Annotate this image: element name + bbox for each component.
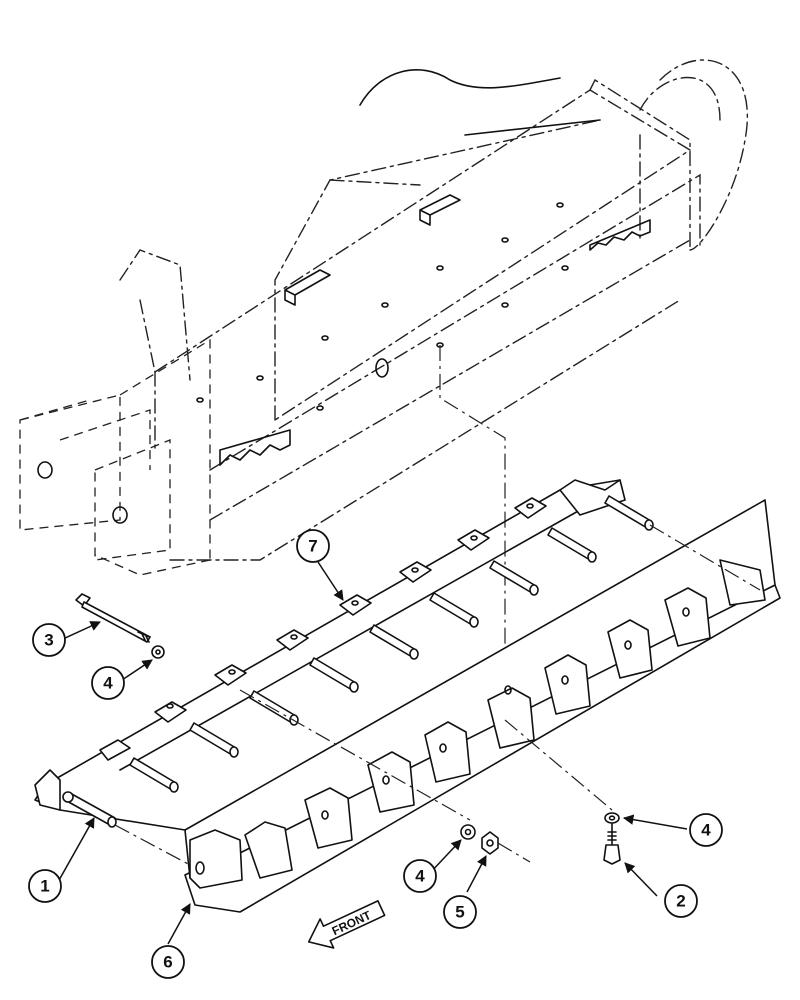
rail-ribs [189, 587, 711, 889]
callout-4-top: 4 [91, 666, 125, 700]
washer-bolt-right [603, 812, 621, 865]
callout-6: 6 [151, 945, 185, 979]
svg-text:4: 4 [415, 867, 425, 886]
front-arrow: FRONT [307, 900, 386, 949]
svg-text:5: 5 [455, 903, 464, 922]
washer-top [151, 645, 165, 659]
svg-text:1: 1 [40, 877, 49, 896]
callout-7: 7 [296, 529, 330, 563]
rail-clamps-far [99, 497, 547, 761]
callout-3: 3 [32, 623, 66, 657]
tube-center-lines [114, 524, 761, 866]
svg-text:6: 6 [163, 953, 172, 972]
track-rail [34, 479, 781, 913]
callout-5: 5 [443, 895, 477, 929]
long-bolt [75, 593, 151, 643]
svg-text:3: 3 [44, 631, 53, 650]
center-line [439, 345, 506, 690]
callout-1: 1 [28, 869, 62, 903]
svg-text:2: 2 [676, 892, 685, 911]
washer-nut-middle [460, 824, 531, 863]
svg-text:4: 4 [701, 821, 711, 840]
callouts: 1 2 3 4 4 4 5 6 7 [28, 529, 723, 979]
frame-phantom [19, 59, 748, 576]
svg-text:7: 7 [308, 537, 317, 556]
svg-text:4: 4 [103, 674, 113, 693]
callout-4-middle: 4 [403, 859, 437, 893]
callout-2: 2 [664, 884, 698, 918]
callout-4-right: 4 [689, 813, 723, 847]
